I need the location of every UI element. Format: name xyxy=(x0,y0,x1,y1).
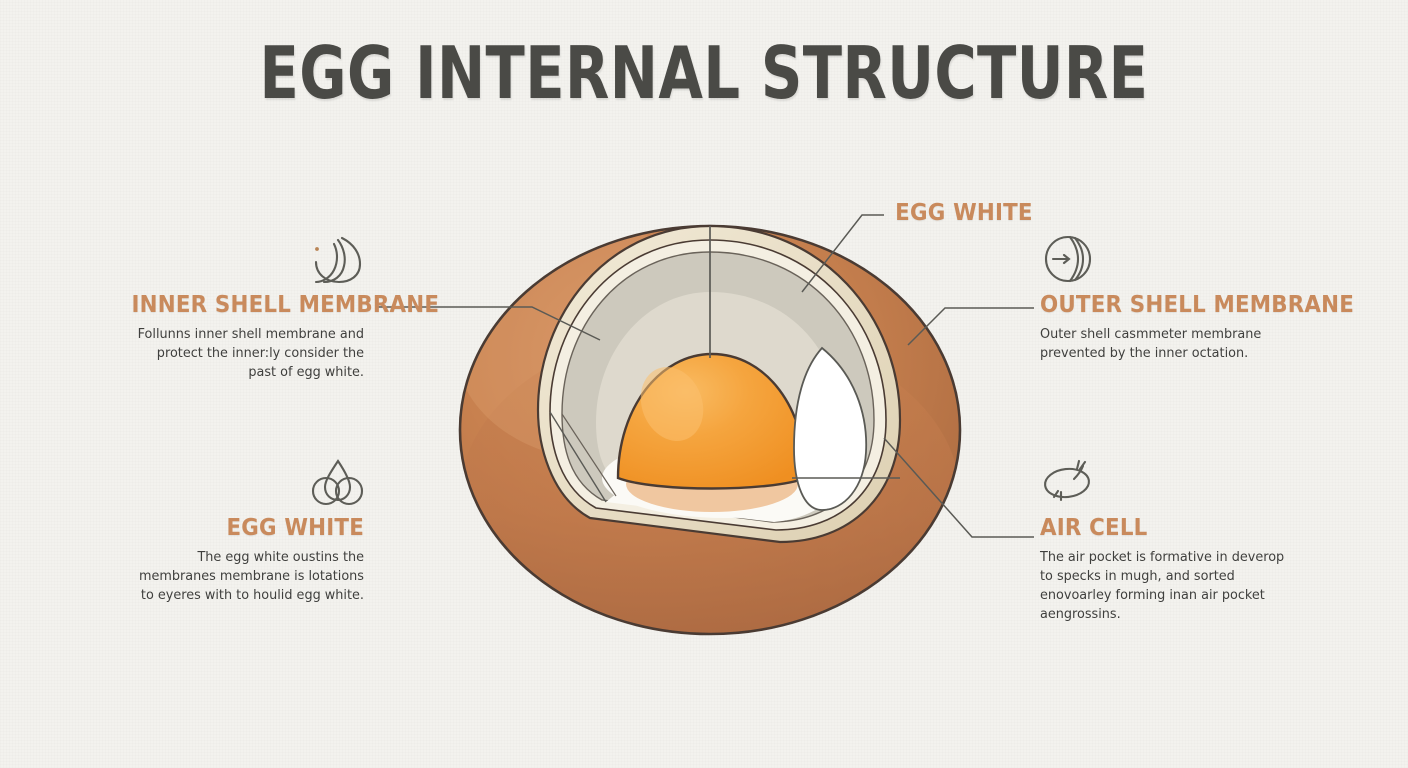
label-title: AIR CELL xyxy=(1040,515,1148,541)
yolk-highlight xyxy=(640,367,704,441)
air-bubble-icon xyxy=(1040,455,1302,511)
egg-cutaway-illustration xyxy=(458,224,962,636)
label-body: Outer shell casmmeter membrane prevented… xyxy=(1040,326,1262,361)
label-outer-shell-membrane: OUTER SHELL MEMBRANE Outer shell casmmet… xyxy=(1040,232,1355,363)
label-body: The egg white oustins the membranes memb… xyxy=(138,549,364,603)
cut-edge-inner xyxy=(561,413,617,497)
sphere-arrow-icon xyxy=(1040,232,1302,288)
label-body: Follunns inner shell membrane and protec… xyxy=(137,326,364,380)
air-cell xyxy=(793,346,868,511)
label-air-cell: AIR CELL The air pocket is formative in … xyxy=(1040,455,1302,624)
label-egg-white: EGG WHITE The egg white oustins the memb… xyxy=(114,455,364,605)
label-title: INNER SHELL MEMBRANE xyxy=(131,292,440,318)
label-title: EGG WHITE xyxy=(226,515,364,541)
page-title: EGG INTERNAL STRUCTURE xyxy=(259,31,1149,115)
egg-cutaway-cavity xyxy=(536,224,902,544)
crescent-layers-icon xyxy=(114,232,364,288)
label-title: OUTER SHELL MEMBRANE xyxy=(1040,292,1355,318)
label-inner-shell-membrane: INNER SHELL MEMBRANE Follunns inner shel… xyxy=(114,232,440,382)
label-title: EGG WHITE xyxy=(895,200,1033,226)
cut-edge-left xyxy=(549,411,607,503)
label-egg-white-top: EGG WHITE xyxy=(890,200,1038,226)
label-body: The air pocket is formative in deverop t… xyxy=(1040,549,1285,622)
droplet-circles-icon xyxy=(114,455,364,511)
